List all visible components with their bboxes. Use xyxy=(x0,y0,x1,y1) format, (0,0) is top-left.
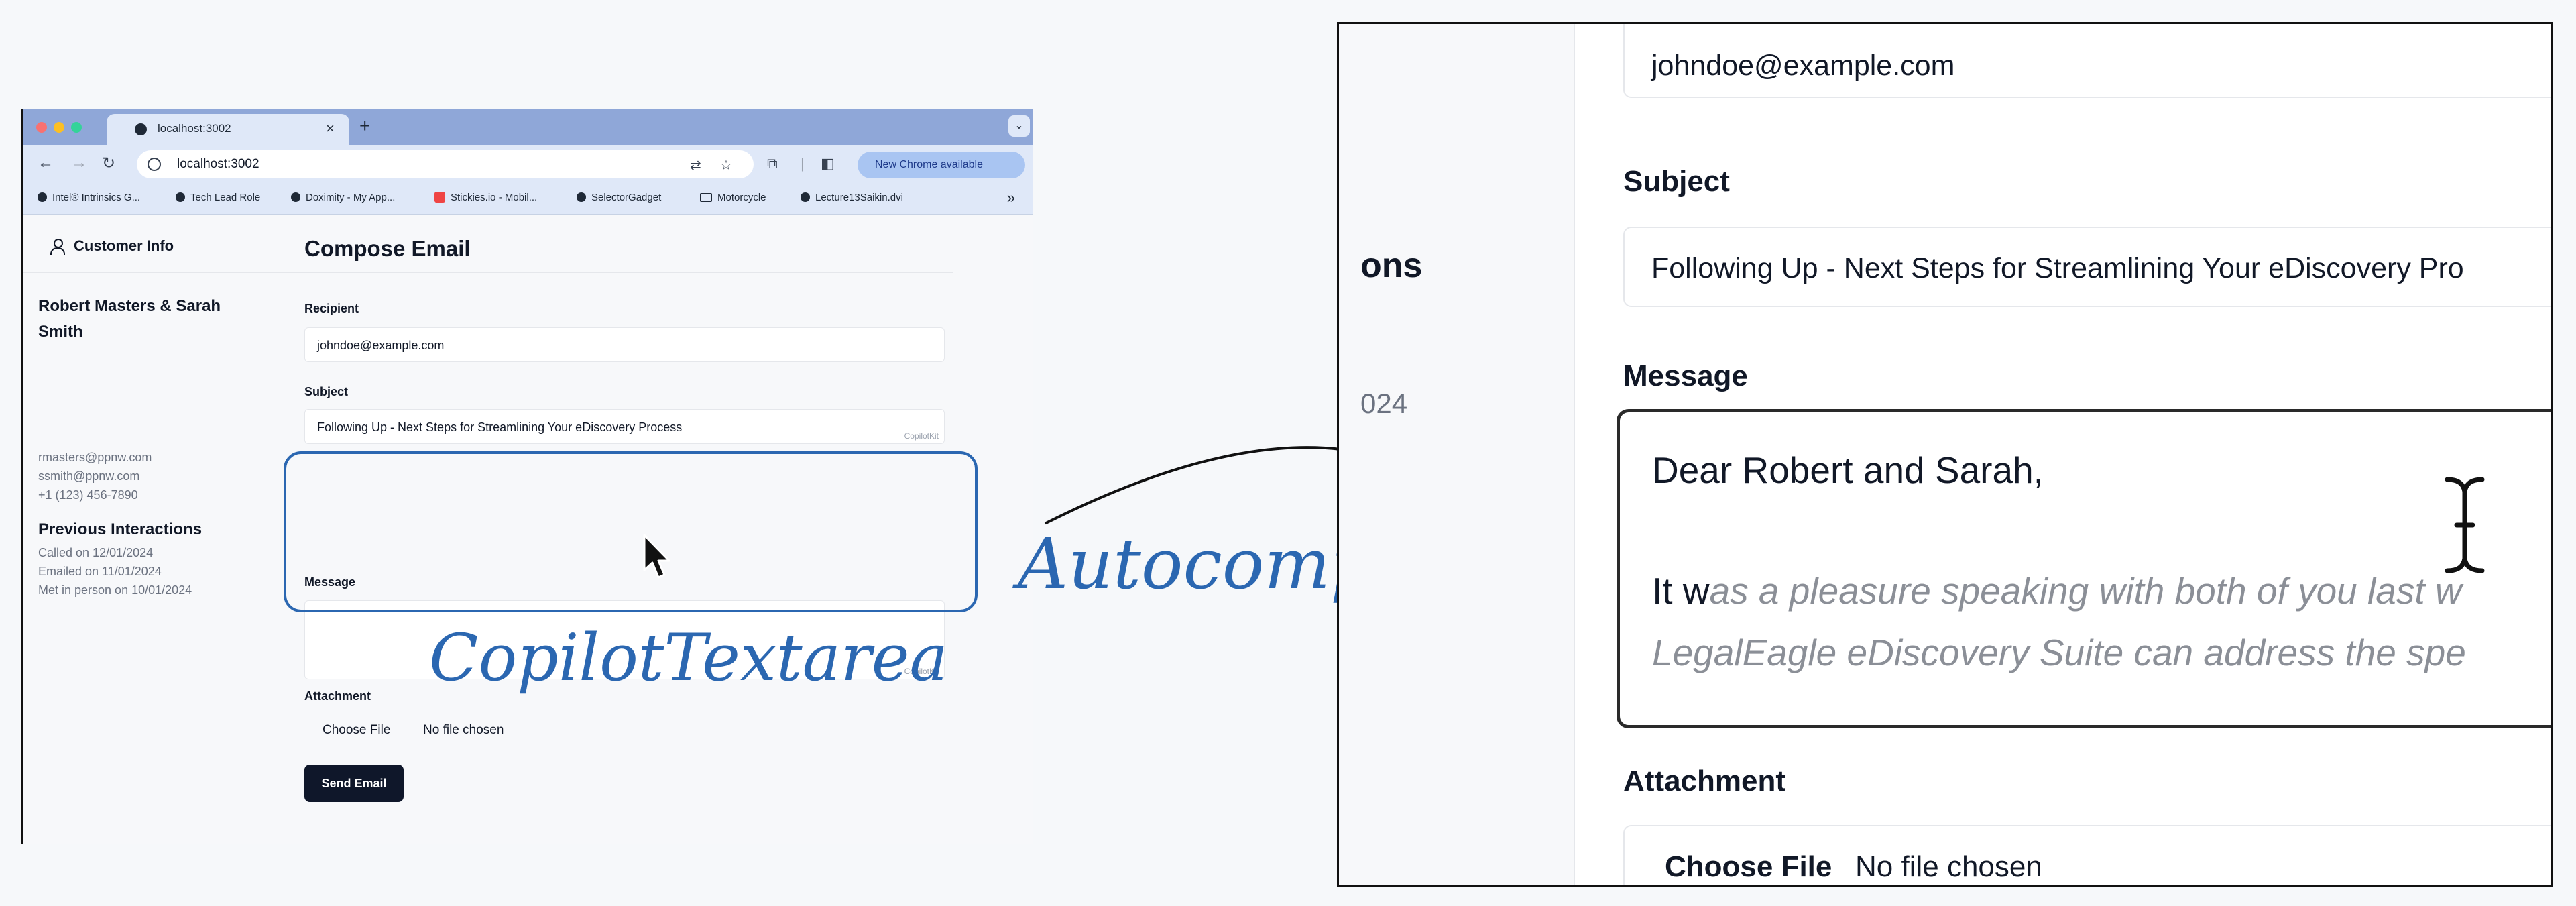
bookmark-item[interactable]: Motorcycle xyxy=(700,192,766,203)
translate-icon[interactable]: ⇄ xyxy=(690,158,701,173)
tab-bar: localhost:3002 × + ⌄ xyxy=(23,109,1033,145)
file-status: No file chosen xyxy=(423,723,504,737)
address-bar[interactable]: localhost:3002 ⇄ ☆ xyxy=(137,150,754,178)
chevron-down-icon[interactable]: ⌄ xyxy=(1008,115,1030,137)
zoomed-view: ons 024 johndoe@example.com Subject Foll… xyxy=(1337,22,2553,887)
zoomed-subject-input[interactable]: Following Up - Next Steps for Streamlini… xyxy=(1623,227,2551,307)
customer-phone: +1 (123) 456-7890 xyxy=(38,488,138,502)
recipient-value: johndoe@example.com xyxy=(317,339,445,352)
globe-icon xyxy=(135,123,147,135)
copilotkit-mark: CopilotKit xyxy=(904,667,939,676)
send-email-button[interactable]: Send Email xyxy=(304,765,404,802)
stickies-icon xyxy=(434,192,445,203)
mouse-pointer-icon xyxy=(643,534,670,579)
message-greeting: Dear Robert and Sarah, xyxy=(1652,449,2044,491)
maximize-window-button[interactable] xyxy=(71,122,82,133)
side-panel-icon[interactable]: ◧ xyxy=(821,155,835,172)
choose-file-button[interactable]: Choose File xyxy=(1665,850,1832,883)
subject-label: Subject xyxy=(304,385,349,398)
reload-icon[interactable]: ↻ xyxy=(102,154,116,172)
interaction-item: Emailed on 11/01/2024 xyxy=(38,565,162,578)
previous-interactions-title: Previous Interactions xyxy=(38,520,202,539)
typed-text: It w xyxy=(1652,570,1710,612)
forward-arrow-icon[interactable]: → xyxy=(71,154,87,172)
recipient-value: johndoe@example.com xyxy=(1651,50,1955,82)
subject-label: Subject xyxy=(1623,165,1730,198)
recipient-label: Recipient xyxy=(304,302,359,315)
zoomed-sidebar: ons 024 xyxy=(1339,24,1575,885)
extensions-icon[interactable]: ⧉ xyxy=(767,155,778,172)
autocomplete-suggestion: as a pleasure speaking with both of you … xyxy=(1709,570,2462,612)
customer-name: Robert Masters & Sarah Smith xyxy=(38,297,221,341)
copilot-textarea-callout xyxy=(284,451,978,612)
interaction-item: Called on 12/01/2024 xyxy=(38,546,154,559)
bookmark-item[interactable]: Intel® Intrinsics G... xyxy=(38,192,140,203)
globe-icon xyxy=(38,192,47,202)
web-page: Customer Info Robert Masters & Sarah Smi… xyxy=(23,215,1033,844)
divider xyxy=(23,272,282,273)
globe-icon xyxy=(801,192,810,202)
customer-info-header: Customer Info xyxy=(50,237,174,255)
zoomed-sidebar-heading: ons xyxy=(1360,246,1423,285)
message-line: It was a pleasure speaking with both of … xyxy=(1652,569,2462,612)
star-icon[interactable]: ☆ xyxy=(720,158,732,173)
customer-sidebar: Customer Info Robert Masters & Sarah Smi… xyxy=(23,215,282,844)
minimize-window-button[interactable] xyxy=(54,122,64,133)
message-label: Message xyxy=(1623,359,1748,392)
copilotkit-mark: CopilotKit xyxy=(904,431,939,441)
subject-value: Following Up - Next Steps for Streamlini… xyxy=(1651,252,2464,284)
attachment-label: Attachment xyxy=(304,689,371,703)
browser-tab[interactable]: localhost:3002 × xyxy=(107,114,349,145)
zoomed-recipient-input[interactable]: johndoe@example.com xyxy=(1623,24,2551,98)
zoomed-sidebar-date: 024 xyxy=(1360,388,1408,419)
zoomed-attachment-input: Choose File No file chosen xyxy=(1623,825,2551,885)
bookmark-item[interactable]: Doximity - My App... xyxy=(291,192,395,203)
copilot-textarea-annotation: CopilotTextarea xyxy=(429,620,948,695)
new-tab-button[interactable]: + xyxy=(359,115,371,136)
zoomed-compose-form: johndoe@example.com Subject Following Up… xyxy=(1575,24,2551,885)
interaction-item: Met in person on 10/01/2024 xyxy=(38,583,192,597)
bookmark-item[interactable]: Lecture13Saikin.dvi xyxy=(801,192,903,203)
bookmark-item[interactable]: SelectorGadget xyxy=(577,192,661,203)
autocomplete-suggestion: LegalEagle eDiscovery Suite can address … xyxy=(1652,632,2466,673)
more-bookmarks-icon[interactable]: » xyxy=(1006,189,1015,206)
recipient-input[interactable]: johndoe@example.com xyxy=(304,327,945,362)
browser-toolbar: ← → ↻ localhost:3002 ⇄ ☆ ⧉ | ◧ New Chrom… xyxy=(23,145,1033,184)
address-url: localhost:3002 xyxy=(177,157,259,171)
toolbar-divider: | xyxy=(801,155,805,172)
bookmark-item[interactable]: Stickies.io - Mobil... xyxy=(434,192,537,203)
globe-icon xyxy=(291,192,300,202)
message-textarea[interactable]: CopilotKit xyxy=(304,600,945,679)
back-arrow-icon[interactable]: ← xyxy=(38,154,54,172)
close-window-button[interactable] xyxy=(36,122,47,133)
zoomed-message-textarea[interactable]: Dear Robert and Sarah, It was a pleasure… xyxy=(1617,409,2551,728)
message-label: Message xyxy=(304,575,356,589)
compose-panel: Compose Email Recipient johndoe@example.… xyxy=(282,215,1033,844)
folder-icon xyxy=(700,193,712,202)
page-title: Compose Email xyxy=(304,236,471,261)
choose-file-button[interactable]: Choose File xyxy=(323,723,391,737)
attachment-label: Attachment xyxy=(1623,765,1786,797)
globe-icon xyxy=(577,192,586,202)
subject-input[interactable]: Following Up - Next Steps for Streamlini… xyxy=(304,409,945,444)
close-icon[interactable]: × xyxy=(326,120,335,137)
site-info-icon[interactable] xyxy=(148,158,161,171)
bookmarks-bar: Intel® Intrinsics G... Tech Lead Role Do… xyxy=(23,184,1033,215)
bookmark-item[interactable]: Tech Lead Role xyxy=(176,192,260,203)
tab-title: localhost:3002 xyxy=(158,122,231,135)
browser-window: localhost:3002 × + ⌄ ← → ↻ localhost:300… xyxy=(21,109,1033,844)
subject-value: Following Up - Next Steps for Streamlini… xyxy=(317,420,683,434)
customer-email: ssmith@ppnw.com xyxy=(38,469,140,483)
customer-email: rmasters@ppnw.com xyxy=(38,451,152,464)
person-icon xyxy=(50,239,65,255)
text-cursor-icon xyxy=(2442,474,2487,576)
divider xyxy=(282,272,953,273)
new-chrome-available-button[interactable]: New Chrome available xyxy=(858,152,1025,178)
file-status: No file chosen xyxy=(1855,850,2042,883)
globe-icon xyxy=(176,192,185,202)
